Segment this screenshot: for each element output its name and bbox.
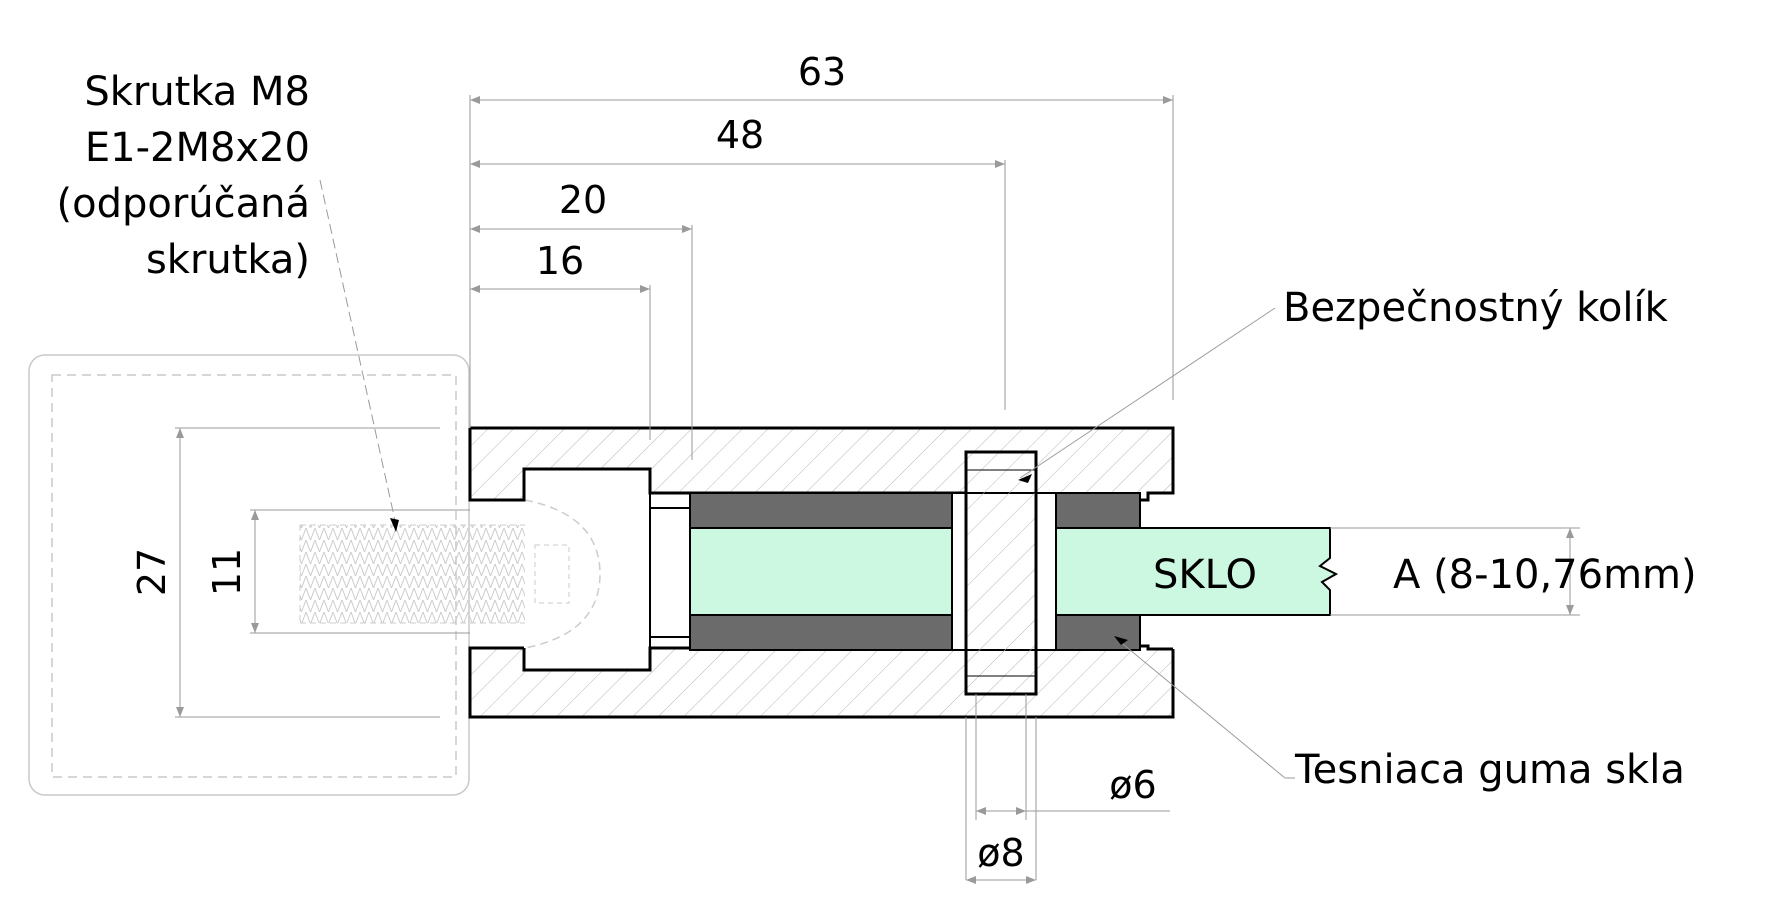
glass-thickness-label: A (8-10,76mm)	[1393, 552, 1697, 598]
leader-lines	[319, 179, 1295, 779]
screw-m8	[299, 499, 601, 649]
glass-label: SKLO	[1153, 552, 1257, 598]
safety-pin	[951, 450, 1057, 696]
pin-diameter-dimensions	[965, 694, 1170, 884]
dim-20-label: 20	[559, 178, 607, 222]
dim-11-label: 11	[205, 548, 249, 596]
screw-label-line2: E1-2M8x20	[85, 125, 310, 171]
clamp-body	[468, 426, 1175, 719]
pin-label: Bezpečnostný kolík	[1283, 285, 1669, 331]
dim-phi8-label: ø8	[977, 831, 1024, 875]
glass-panel	[689, 527, 1339, 616]
dim-27-label: 27	[130, 548, 174, 596]
screw-label-line3: (odporúčaná	[57, 181, 311, 227]
dim-phi6-label: ø6	[1109, 763, 1156, 807]
dim-63-label: 63	[798, 50, 846, 94]
screw-label-line1: Skrutka M8	[84, 69, 310, 115]
rubber-label: Tesniaca guma skla	[1294, 747, 1685, 793]
dim-16-label: 16	[536, 239, 584, 283]
horizontal-dimensions	[469, 95, 1174, 460]
screw-label-line4: skrutka)	[146, 237, 310, 283]
rubber-seals	[689, 492, 1141, 651]
vertical-dimensions	[175, 427, 470, 718]
dim-48-label: 48	[716, 113, 764, 157]
glass-thickness-dimension	[1330, 527, 1580, 616]
